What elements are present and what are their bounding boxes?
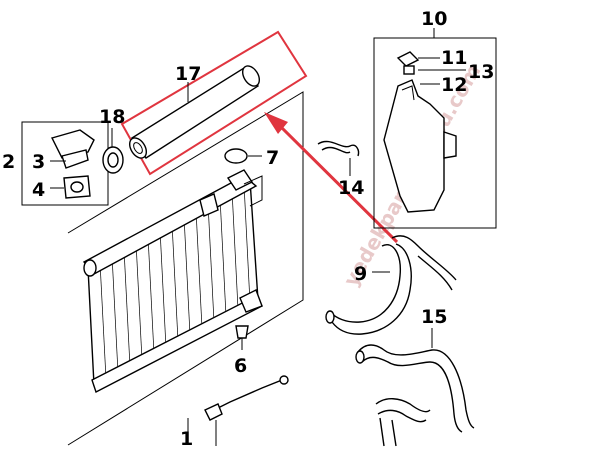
reservoir-assembly	[373, 28, 497, 229]
reservoir-box	[373, 37, 497, 229]
bottom-hose-top	[375, 398, 431, 413]
hose-15-top	[357, 344, 475, 429]
label-part-14: 14	[338, 177, 364, 199]
radiator-cap-7	[224, 148, 262, 164]
hose-9-outer	[329, 244, 401, 323]
radiator-fins	[99, 183, 251, 380]
label-part-13: 13	[468, 61, 494, 83]
upper-hose-17	[120, 30, 308, 176]
radiator	[67, 91, 304, 446]
label-part-4: 4	[32, 179, 45, 201]
label-part-6: 6	[234, 355, 247, 377]
bottom-hose-drop	[379, 417, 385, 447]
ring-18-inner	[107, 152, 119, 168]
label-part-17: 17	[175, 63, 201, 85]
lower-bracket-rod	[209, 379, 283, 413]
radiator-frame	[67, 91, 304, 446]
hose-17-bore	[133, 142, 143, 154]
drain-plug-body	[235, 325, 249, 339]
assembly-2-bracket-left	[21, 121, 28, 206]
arrow-shaft	[276, 122, 399, 244]
radiator-side-bracket	[243, 175, 263, 207]
label-part-7: 7	[266, 147, 279, 169]
part-labels: 1 2 3 4 6 7 9 10 11 12 13 14 15 17 18	[2, 8, 494, 450]
radiator-inlet	[199, 193, 219, 217]
reservoir-neck	[401, 85, 415, 101]
label-part-15: 15	[421, 306, 447, 328]
bottom-hose-fragment	[375, 398, 431, 447]
bottom-hose-drop2	[391, 419, 397, 447]
hose-9-inner	[331, 243, 412, 335]
radiator-tank-end	[83, 259, 97, 277]
label-part-3: 3	[32, 151, 45, 173]
label-part-2: 2	[2, 151, 15, 173]
reservoir-cap	[396, 51, 420, 67]
clamp-mid	[61, 149, 89, 169]
reservoir-mount	[443, 131, 457, 159]
bracket-assembly	[21, 121, 109, 206]
rubber-mount-hole	[70, 181, 84, 193]
hose-17-end-left	[128, 137, 148, 159]
hose-14-top	[317, 140, 360, 157]
drain-plug	[235, 325, 249, 350]
hose-14-bottom	[321, 146, 351, 154]
label-part-11: 11	[441, 47, 467, 69]
overflow-hose-14	[317, 140, 360, 176]
label-part-1: 1	[180, 428, 193, 450]
hose-9-end	[325, 310, 335, 324]
hose-9-outer-top	[391, 235, 457, 281]
cap-7-body	[224, 148, 248, 164]
hose-15-bottom	[361, 356, 463, 433]
hose-15	[355, 328, 475, 433]
highlight-arrow	[264, 112, 399, 244]
lower-hose-9	[325, 235, 457, 335]
bottom-hose-bottom	[377, 409, 427, 423]
lower-bracket-foot	[204, 403, 223, 421]
lower-bracket-end	[279, 375, 289, 385]
assembly-2-box	[21, 121, 109, 206]
hose-9-right	[417, 255, 453, 291]
clamp-ring-18	[102, 128, 124, 174]
reservoir-tank	[383, 79, 445, 213]
label-part-18: 18	[99, 106, 125, 128]
label-part-12: 12	[441, 74, 467, 96]
cap-seal-12	[403, 65, 415, 75]
radiator-filler-neck	[226, 169, 254, 191]
label-part-10: 10	[421, 8, 447, 30]
arrow-head	[264, 112, 288, 134]
radiator-outlet	[239, 289, 263, 313]
label-part-9: 9	[354, 263, 367, 285]
hose-17-end-right	[241, 65, 261, 87]
hose-15-end	[355, 350, 365, 364]
